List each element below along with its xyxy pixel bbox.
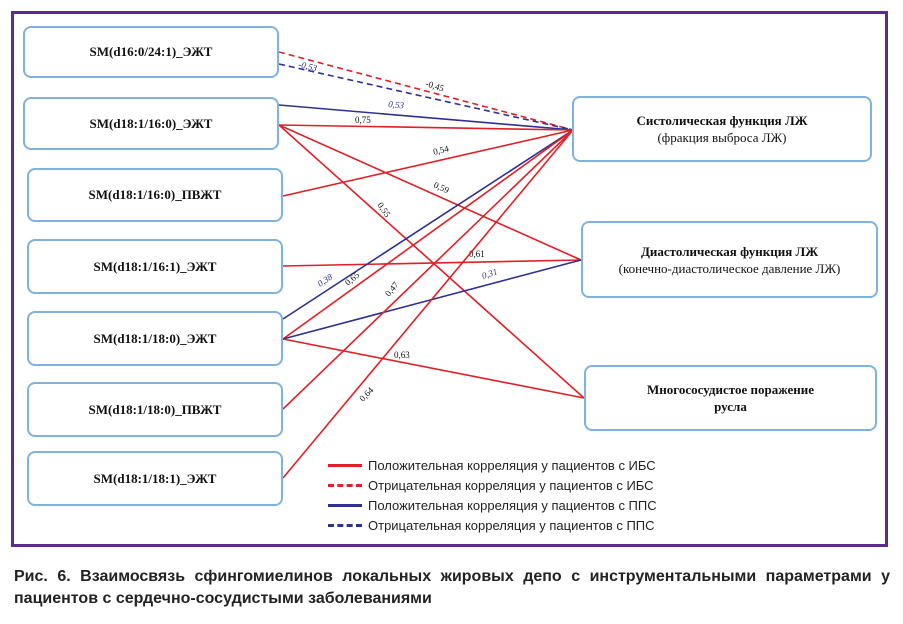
source-node-l2: SM(d18:1/16:0)_ЭЖТ: [23, 97, 279, 150]
target-node-subtitle: русла: [714, 399, 747, 414]
source-node-label: SM(d18:1/18:0)_ЭЖТ: [93, 330, 217, 346]
edge-L1-R1-neg_pps: [278, 63, 574, 131]
legend-item-pos-ibs: Положительная корреляция у пациентов с И…: [328, 455, 657, 475]
edge-value-label: 0,64: [357, 385, 375, 404]
edge-L2-R1-pos_pps: [278, 104, 574, 131]
edge-value-label: 0,38: [316, 271, 335, 288]
legend-label: Отрицательная корреляция у пациентов с И…: [368, 477, 654, 493]
source-node-l3: SM(d18:1/16:0)_ПВЖТ: [27, 168, 283, 222]
edge-L2-R3-pos_ibs: [278, 124, 585, 399]
edge-value-label: -0,53: [298, 59, 319, 73]
edge-value-label: 0,63: [394, 350, 410, 360]
source-node-label: SM(d18:1/18:0)_ПВЖТ: [88, 401, 222, 417]
legend-item-neg-ibs: Отрицательная корреляция у пациентов с И…: [328, 475, 657, 495]
edge-L5-R3-pos_ibs: [282, 338, 585, 399]
target-node-r1: Систолическая функция ЛЖ (фракция выброса…: [572, 96, 872, 162]
source-node-l5: SM(d18:1/18:0)_ЭЖТ: [27, 311, 283, 366]
target-node-title: Диастолическая функция ЛЖ: [640, 243, 819, 259]
source-node-label: SM(d18:1/16:0)_ЭЖТ: [89, 115, 213, 131]
legend-label: Положительная корреляция у пациентов с П…: [368, 497, 657, 513]
edge-value-label: 0,61: [469, 249, 485, 259]
source-node-l7: SM(d18:1/18:1)_ЭЖТ: [27, 451, 283, 506]
target-node-r3: Многососудистое поражение русла: [584, 365, 877, 431]
legend-label: Положительная корреляция у пациентов с И…: [368, 457, 656, 473]
edge-value-label: 0,31: [481, 267, 499, 281]
edge-L6-R1-pos_ibs: [282, 129, 574, 410]
source-node-label: SM(d16:0/24:1)_ЭЖТ: [89, 44, 213, 59]
legend-item-pos-pps: Положительная корреляция у пациентов с П…: [328, 495, 657, 515]
edge-value-label: 0,59: [432, 180, 451, 196]
edge-value-label: 0,54: [432, 143, 450, 157]
edge-L3-R1-pos_ibs: [282, 129, 574, 197]
target-node-r2: Диастолическая функция ЛЖ(конечно-диасто…: [581, 221, 878, 298]
edge-L2-R1-pos_ibs: [278, 124, 574, 131]
legend-label: Отрицательная корреляция у пациентов с П…: [368, 517, 655, 533]
edge-L5-R1-pos_pps: [282, 129, 574, 320]
source-node-label: SM(d18:1/16:0)_ПВЖТ: [88, 187, 222, 202]
source-node-l4: SM(d18:1/16:1)_ЭЖТ: [27, 239, 283, 294]
legend-item-neg-pps: Отрицательная корреляция у пациентов с П…: [328, 515, 657, 535]
legend-swatch: [328, 503, 362, 507]
edge-L7-R1-pos_ibs: [282, 129, 574, 479]
legend-swatch: [328, 523, 362, 527]
figure-caption: Рис. 6. Взаимосвязь сфингомиелинов локал…: [14, 568, 890, 607]
source-node-label: SM(d18:1/16:1)_ЭЖТ: [93, 258, 217, 274]
edge-L2-R2-pos_ibs: [278, 124, 582, 261]
edge-L1-R1-neg_ibs: [278, 51, 574, 131]
target-node-subtitle: (фракция выброса ЛЖ): [657, 130, 787, 145]
source-node-l1: SM(d16:0/24:1)_ЭЖТ: [23, 26, 279, 78]
source-node-label: SM(d18:1/18:1)_ЭЖТ: [93, 470, 217, 486]
legend-swatch: [328, 483, 362, 487]
target-node-title: Многососудистое поражение: [647, 382, 814, 397]
edge-value-label: 0,47: [383, 279, 401, 298]
source-node-l6: SM(d18:1/18:0)_ПВЖТ: [27, 382, 283, 437]
target-node-subtitle: (конечно-диастолическое давление ЛЖ): [618, 260, 841, 276]
edge-value-label: 0,75: [355, 115, 371, 125]
legend-swatch: [328, 463, 362, 467]
edge-value-label: 0,53: [388, 99, 405, 110]
edge-L5-R1-pos_ibs: [282, 129, 574, 340]
edge-value-label: 0,55: [375, 200, 393, 219]
target-node-title: Систолическая функция ЛЖ: [636, 113, 808, 128]
legend: Положительная корреляция у пациентов с И…: [328, 455, 657, 535]
edge-L4-R2-pos_ibs: [282, 259, 582, 267]
